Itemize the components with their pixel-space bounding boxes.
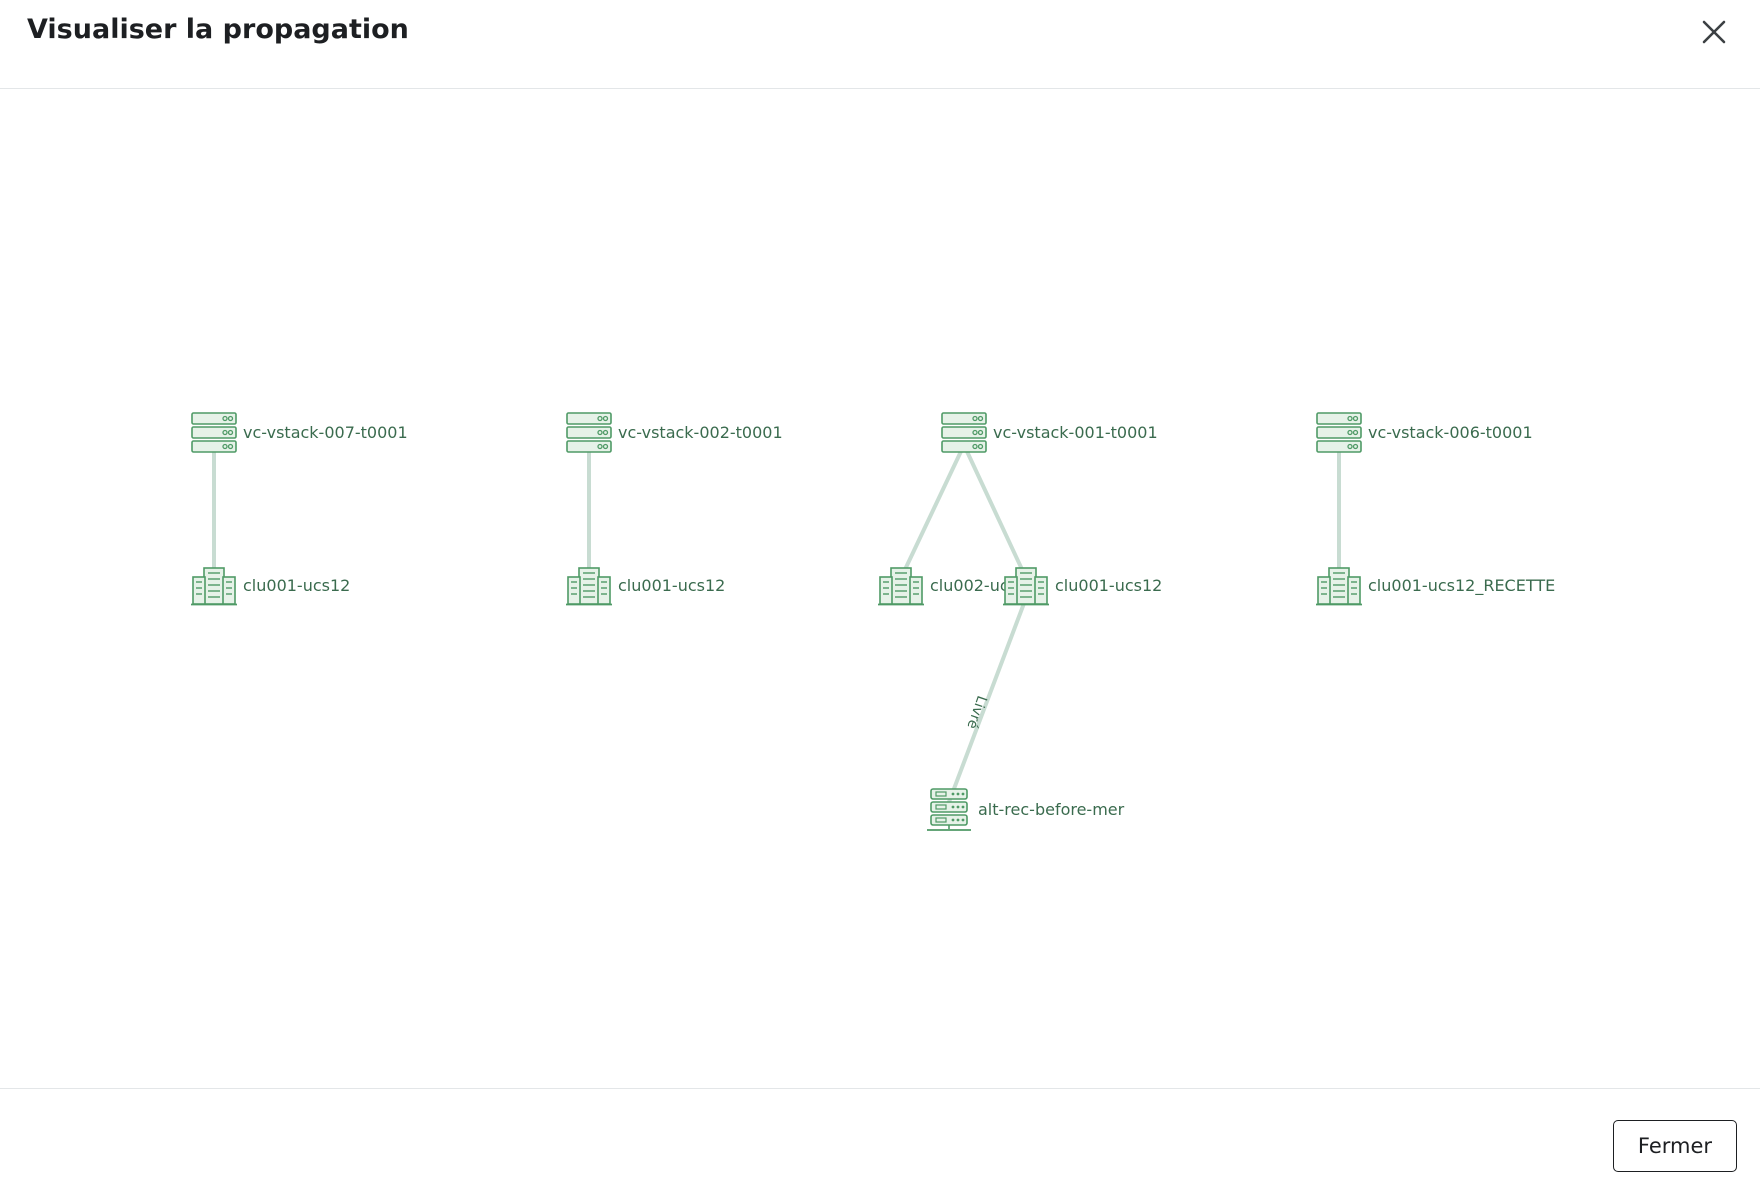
close-icon bbox=[1702, 20, 1726, 44]
graph-node[interactable] bbox=[566, 412, 612, 454]
graph-node[interactable] bbox=[1316, 566, 1362, 606]
server-stack-icon bbox=[191, 412, 237, 458]
graph-node-label[interactable]: vc-vstack-007-t0001 bbox=[243, 423, 408, 442]
server-stack-icon bbox=[941, 412, 987, 458]
cluster-building-icon bbox=[1316, 567, 1362, 610]
graph-node[interactable] bbox=[878, 566, 924, 606]
cluster-building-icon bbox=[878, 567, 924, 610]
graph-node[interactable] bbox=[926, 788, 972, 832]
cluster-building-icon bbox=[191, 567, 237, 610]
close-button[interactable] bbox=[1696, 14, 1732, 50]
server-stack-icon bbox=[566, 412, 612, 458]
graph-node-label[interactable]: clu001-ucs12_RECETTE bbox=[1368, 576, 1556, 595]
graph-node-label[interactable]: clu001-ucs12 bbox=[1055, 576, 1163, 595]
graph-node[interactable] bbox=[1316, 412, 1362, 454]
graph-edge bbox=[947, 596, 1028, 804]
graph-node-label[interactable]: vc-vstack-002-t0001 bbox=[618, 423, 783, 442]
graph-node-label[interactable]: vc-vstack-006-t0001 bbox=[1368, 423, 1533, 442]
graph-edges-layer bbox=[212, 443, 1341, 804]
cluster-building-icon bbox=[1003, 567, 1049, 610]
graph-node-label[interactable]: clu001-ucs12 bbox=[618, 576, 726, 595]
graph-node[interactable] bbox=[1003, 566, 1049, 606]
server-rack-icon bbox=[926, 788, 972, 836]
dialog-footer: Fermer bbox=[0, 1088, 1760, 1192]
server-stack-icon bbox=[1316, 412, 1362, 458]
graph-edge bbox=[899, 443, 966, 580]
cluster-building-icon bbox=[566, 567, 612, 610]
graph-node[interactable] bbox=[941, 412, 987, 454]
dialog-title: Visualiser la propagation bbox=[27, 14, 409, 45]
graph-node-label[interactable]: vc-vstack-001-t0001 bbox=[993, 423, 1158, 442]
graph-node[interactable] bbox=[191, 566, 237, 606]
graph-node[interactable] bbox=[191, 412, 237, 454]
dialog-header: Visualiser la propagation bbox=[0, 0, 1760, 89]
graph-node-label[interactable]: alt-rec-before-mer bbox=[978, 800, 1125, 819]
graph-node-label[interactable]: clu001-ucs12 bbox=[243, 576, 351, 595]
graph-node[interactable] bbox=[566, 566, 612, 606]
graph-edge bbox=[962, 443, 1028, 580]
fermer-button[interactable]: Fermer bbox=[1613, 1120, 1737, 1172]
